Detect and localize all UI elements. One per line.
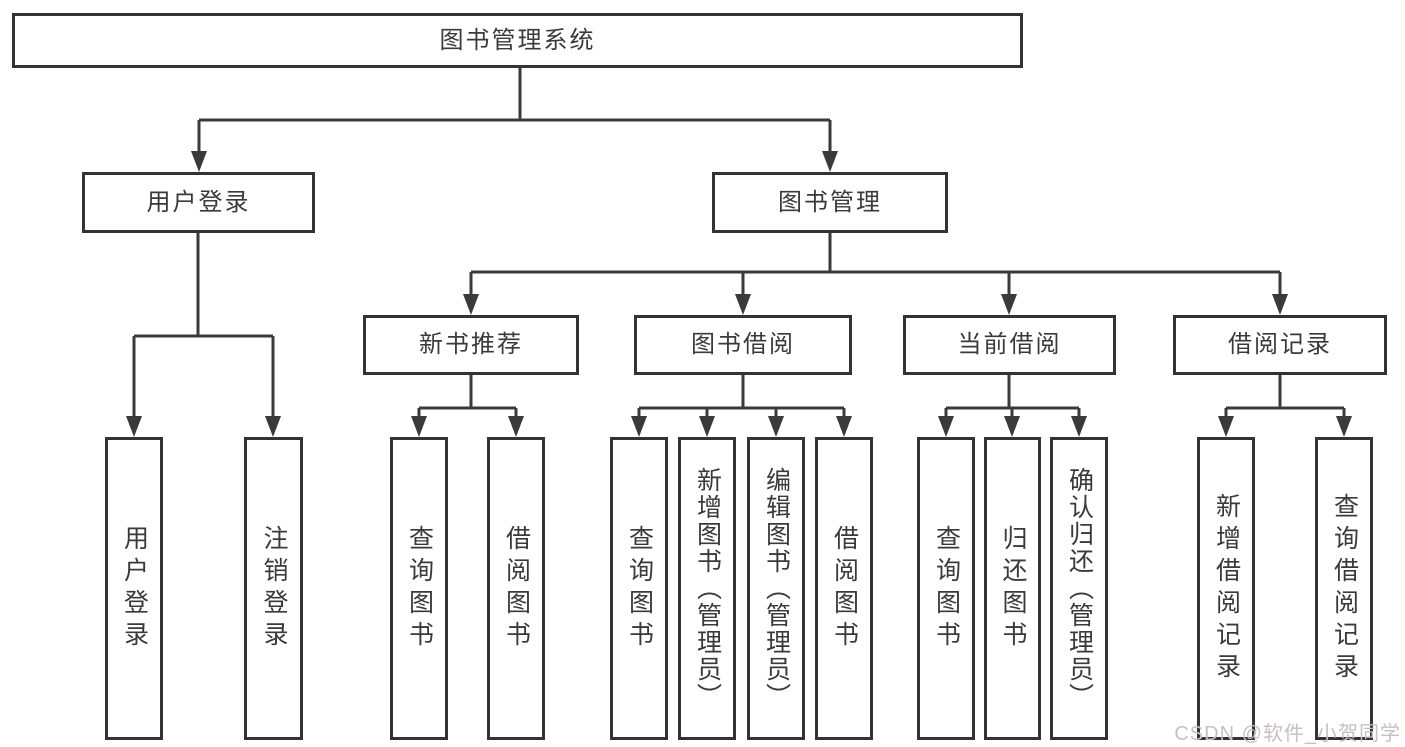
leaf-borrow-edit-books-admin: 编辑图书（管理员） bbox=[747, 437, 805, 740]
node-borrow-records-label: 借阅记录 bbox=[1228, 331, 1332, 358]
leaf-current-return-books-label: 归还图书 bbox=[999, 524, 1027, 653]
leaf-records-query-record-label: 查询借阅记录 bbox=[1330, 492, 1359, 685]
leaf-newrec-borrow-books: 借阅图书 bbox=[487, 437, 545, 740]
leaf-borrow-query-books-label: 查询图书 bbox=[625, 524, 654, 653]
arrow-down-icon bbox=[735, 294, 751, 315]
leaf-current-confirm-return-admin: 确认归还（管理员） bbox=[1050, 437, 1108, 740]
arrow-down-icon bbox=[1218, 416, 1234, 437]
arrow-down-icon bbox=[1004, 416, 1020, 437]
node-current-borrow-label: 当前借阅 bbox=[957, 331, 1062, 358]
leaf-borrow-query-books: 查询图书 bbox=[610, 437, 668, 740]
node-root: 图书管理系统 bbox=[12, 13, 1023, 68]
arrow-down-icon bbox=[699, 416, 715, 437]
leaf-records-add-record: 新增借阅记录 bbox=[1197, 437, 1255, 740]
arrow-down-icon bbox=[126, 416, 142, 437]
connector-root-to-level2 bbox=[191, 68, 838, 172]
leaf-borrow-edit-books-admin-label: 编辑图书（管理员） bbox=[762, 467, 791, 710]
node-user-login-label: 用户登录 bbox=[146, 188, 251, 216]
leaf-borrow-add-books-admin-label: 新增图书（管理员） bbox=[693, 467, 722, 710]
arrow-down-icon bbox=[508, 416, 524, 437]
node-new-book-rec-label: 新书推荐 bbox=[419, 331, 523, 358]
arrow-down-icon bbox=[836, 416, 852, 437]
leaf-borrow-borrow-books: 借阅图书 bbox=[815, 437, 873, 740]
arrow-down-icon bbox=[938, 416, 954, 437]
leaf-user-login: 用户登录 bbox=[105, 437, 163, 740]
connector-user-login-children bbox=[126, 233, 281, 437]
leaf-current-query-books-label: 查询图书 bbox=[932, 524, 961, 653]
node-book-mgmt: 图书管理 bbox=[712, 172, 948, 233]
node-user-login: 用户登录 bbox=[82, 172, 315, 233]
connector-current-borrow-children bbox=[938, 375, 1087, 437]
connector-new-book-rec-children bbox=[411, 375, 524, 437]
arrow-down-icon bbox=[1001, 294, 1017, 315]
arrow-down-icon bbox=[768, 416, 784, 437]
arrow-down-icon bbox=[631, 416, 647, 437]
arrow-down-icon bbox=[1272, 294, 1288, 315]
node-current-borrow: 当前借阅 bbox=[903, 315, 1116, 375]
leaf-current-confirm-return-admin-label: 确认归还（管理员） bbox=[1065, 467, 1094, 710]
node-new-book-rec: 新书推荐 bbox=[363, 315, 579, 375]
node-borrow-records: 借阅记录 bbox=[1173, 315, 1387, 375]
leaf-records-query-record: 查询借阅记录 bbox=[1315, 437, 1373, 740]
leaf-current-return-books: 归还图书 bbox=[984, 437, 1041, 740]
connector-borrow-records-children bbox=[1218, 375, 1352, 437]
connector-book-borrow-children bbox=[631, 375, 852, 437]
connector-book-mgmt-to-level3 bbox=[463, 233, 1288, 315]
arrow-down-icon bbox=[1071, 416, 1087, 437]
arrow-down-icon bbox=[1336, 416, 1352, 437]
leaf-logout-login-label: 注销登录 bbox=[260, 524, 288, 653]
node-root-label: 图书管理系统 bbox=[439, 26, 596, 54]
leaf-newrec-borrow-books-label: 借阅图书 bbox=[502, 524, 531, 653]
arrow-down-icon bbox=[265, 416, 281, 437]
arrow-down-icon bbox=[411, 416, 427, 437]
node-book-mgmt-label: 图书管理 bbox=[778, 188, 882, 216]
arrow-down-icon bbox=[191, 151, 207, 172]
leaf-records-add-record-label: 新增借阅记录 bbox=[1212, 492, 1241, 685]
arrow-down-icon bbox=[822, 151, 838, 172]
node-book-borrow: 图书借阅 bbox=[634, 315, 852, 375]
leaf-user-login-label: 用户登录 bbox=[120, 524, 149, 653]
arrow-down-icon bbox=[463, 294, 479, 315]
csdn-watermark: CSDN @软件_小贺同学 bbox=[1174, 723, 1401, 745]
leaf-current-query-books: 查询图书 bbox=[917, 437, 975, 740]
leaf-newrec-query-books-label: 查询图书 bbox=[405, 524, 434, 653]
leaf-borrow-add-books-admin: 新增图书（管理员） bbox=[678, 437, 736, 740]
leaf-newrec-query-books: 查询图书 bbox=[390, 437, 448, 740]
leaf-borrow-borrow-books-label: 借阅图书 bbox=[830, 524, 859, 653]
leaf-logout-login: 注销登录 bbox=[244, 437, 303, 740]
node-book-borrow-label: 图书借阅 bbox=[691, 331, 795, 358]
